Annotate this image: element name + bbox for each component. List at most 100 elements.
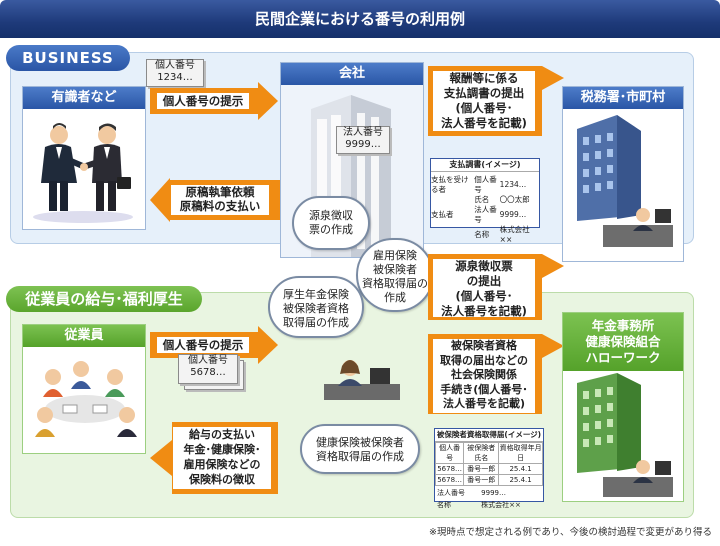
cloud-line: 作成 bbox=[384, 291, 406, 304]
kyuyo-line-4: 保険料の徴収 bbox=[189, 473, 255, 486]
gensen-line-1: 源泉徴収票 bbox=[455, 259, 513, 273]
label-personal-present-2: 個人番号の提示 bbox=[156, 336, 250, 354]
doc2-footer: 名称 bbox=[437, 501, 451, 509]
doc1-cell: 個人番号 bbox=[474, 175, 497, 194]
handshake-illustration bbox=[33, 123, 133, 223]
doc1-cell: 法人番号 bbox=[474, 205, 497, 224]
doc1-cell: 名称 bbox=[474, 230, 490, 239]
card-label: 個人番号 bbox=[188, 355, 228, 366]
nenkin-line-2: 健康保険組合 bbox=[585, 334, 661, 349]
meeting-illustration bbox=[35, 361, 137, 437]
hihokensha-line-4: 手続き(個人番号･ bbox=[440, 382, 528, 396]
card-value: 5678… bbox=[190, 367, 226, 378]
doc1-cell: 1234… bbox=[499, 180, 527, 189]
actor-yushikisha-label: 有識者など bbox=[23, 87, 145, 109]
hihokensha-line-5: 法人番号を記載) bbox=[442, 397, 526, 410]
doc2-footer: 法人番号 bbox=[437, 489, 465, 497]
hihokensha-line-1: 被保険者資格 bbox=[451, 339, 517, 352]
doc1-cell: 氏名 bbox=[474, 195, 490, 204]
label-gensen-teishutsu: 源泉徴収票 の提出 (個人番号･ 法人番号を記載) bbox=[432, 258, 536, 318]
nenkin-line-3: ハローワーク bbox=[585, 350, 661, 365]
kyuyo-line-1: 給与の支払い bbox=[189, 428, 255, 441]
actor-kaisha-label: 会社 bbox=[281, 63, 423, 85]
office-worker-illustration bbox=[324, 360, 400, 400]
actor-nenkin: 年金事務所 健康保険組合 ハローワーク bbox=[562, 312, 684, 502]
corporate-number-card: 法人番号 9999… bbox=[336, 126, 390, 154]
gensen-line-3: (個人番号･ bbox=[455, 289, 513, 303]
employee-tab: 従業員の給与･福利厚生 bbox=[6, 286, 202, 312]
actor-jugyoin: 従業員 bbox=[22, 324, 146, 454]
cloud-kousei: 厚生年金保険 被保険者資格 取得届の作成 bbox=[268, 276, 364, 338]
hihokensha-line-2: 取得の届出などの bbox=[440, 353, 528, 367]
cloud-line: 資格取得届の bbox=[362, 277, 428, 290]
doc1-title: 支払調書(イメージ) bbox=[431, 159, 539, 172]
tax-office-illustration bbox=[577, 115, 673, 247]
cloud-koyou: 雇用保険 被保険者 資格取得届の 作成 bbox=[356, 238, 434, 312]
houshu-line-2: 支払調書の提出 bbox=[443, 86, 525, 100]
cloud-line: 票の作成 bbox=[309, 223, 353, 236]
doc2-header: 被保険者氏名 bbox=[463, 442, 500, 464]
actor-zeimusho-label: 税務署･市町村 bbox=[563, 87, 683, 109]
gensen-line-4: 法人番号を記載) bbox=[441, 304, 527, 318]
doc1-cell bbox=[431, 195, 474, 205]
doc2-cell: 番号一郎 bbox=[463, 463, 500, 475]
doc1-cell: 株式会社×× bbox=[499, 225, 530, 244]
doc2-footer: 9999… bbox=[481, 489, 506, 497]
gensen-line-2: の提出 bbox=[466, 274, 502, 288]
genko-line-2: 原稿料の支払い bbox=[179, 199, 261, 213]
card-label: 法人番号 bbox=[343, 127, 383, 138]
doc1-cell: 〇〇太郎 bbox=[499, 195, 530, 204]
doc2-cell: 5678… bbox=[434, 463, 465, 475]
houshu-line-3: (個人番号･ bbox=[455, 101, 513, 115]
cloud-line: 被保険者資格 bbox=[283, 302, 349, 315]
actor-zeimusho: 税務署･市町村 bbox=[562, 86, 684, 262]
personal-number-card-2: 個人番号 5678… bbox=[178, 354, 238, 384]
cloud-line: 厚生年金保険 bbox=[283, 288, 349, 301]
actor-yushikisha: 有識者など bbox=[22, 86, 146, 230]
doc1-cell: 9999… bbox=[499, 210, 527, 219]
doc2-cell: 25.4.1 bbox=[498, 474, 543, 486]
doc2-header: 個人番号 bbox=[434, 442, 465, 464]
footnote: ※現時点で想定される例であり、今後の検討過程で変更があり得る bbox=[429, 527, 712, 538]
doc2-title: 被保険者資格取得届(イメージ) bbox=[435, 429, 543, 442]
card-value: 9999… bbox=[345, 139, 381, 150]
page-title: 民間企業における番号の利用例 bbox=[0, 0, 720, 38]
doc2-cell: 5678… bbox=[434, 474, 465, 486]
cloud-line: 健康保険被保険者 bbox=[316, 436, 404, 449]
nenkin-line-1: 年金事務所 bbox=[591, 318, 655, 333]
actor-jugyoin-label: 従業員 bbox=[23, 325, 145, 347]
cloud-line: 雇用保険 bbox=[373, 249, 417, 262]
pension-office-illustration bbox=[577, 373, 673, 497]
kyuyo-line-2: 年金･健康保険･ bbox=[183, 443, 261, 456]
label-hihokensha: 被保険者資格 取得の届出などの 社会保険関係 手続き(個人番号･ 法人番号を記載… bbox=[432, 338, 536, 414]
label-genko: 原稿執筆依頼 原稿料の支払い bbox=[170, 184, 270, 216]
doc2-cell: 番号一郎 bbox=[463, 474, 500, 486]
business-tab: BUSINESS bbox=[6, 45, 130, 71]
label-personal-present-1: 個人番号の提示 bbox=[156, 92, 250, 110]
cloud-line: 取得届の作成 bbox=[283, 316, 349, 329]
cloud-line: 資格取得届の作成 bbox=[316, 450, 404, 463]
genko-line-1: 原稿執筆依頼 bbox=[185, 185, 255, 199]
personal-number-card-1: 個人番号 1234… bbox=[146, 59, 204, 87]
cloud-line: 被保険者 bbox=[373, 263, 417, 276]
doc1-cell bbox=[431, 225, 474, 245]
cloud-kenkou: 健康保険被保険者 資格取得届の作成 bbox=[300, 424, 420, 474]
kyuyo-line-3: 雇用保険などの bbox=[183, 458, 261, 471]
doc2-cell: 25.4.1 bbox=[498, 463, 543, 475]
card-value: 1234… bbox=[157, 72, 193, 83]
doc2-footer: 株式会社×× bbox=[481, 501, 521, 509]
label-houshu: 報酬等に係る 支払調書の提出 (個人番号･ 法人番号を記載) bbox=[432, 70, 536, 132]
actor-nenkin-label: 年金事務所 健康保険組合 ハローワーク bbox=[563, 313, 683, 371]
houshu-line-1: 報酬等に係る bbox=[449, 71, 519, 85]
doc1-cell: 支払者 bbox=[431, 210, 454, 219]
houshu-line-4: 法人番号を記載) bbox=[441, 116, 527, 130]
card-label: 個人番号 bbox=[155, 60, 195, 71]
cloud-gensen-sakusei: 源泉徴収 票の作成 bbox=[292, 196, 370, 250]
label-kyuyo: 給与の支払い 年金･健康保険･ 雇用保険などの 保険料の徴収 bbox=[172, 426, 272, 490]
qualification-form-doc: 被保険者資格取得届(イメージ) 個人番号 被保険者氏名 資格取得年月日 5678… bbox=[434, 428, 544, 509]
hihokensha-line-3: 社会保険関係 bbox=[451, 368, 517, 381]
doc1-cell: 支払を受ける者 bbox=[431, 175, 469, 194]
cloud-line: 源泉徴収 bbox=[309, 209, 353, 222]
doc2-header: 資格取得年月日 bbox=[498, 442, 543, 464]
